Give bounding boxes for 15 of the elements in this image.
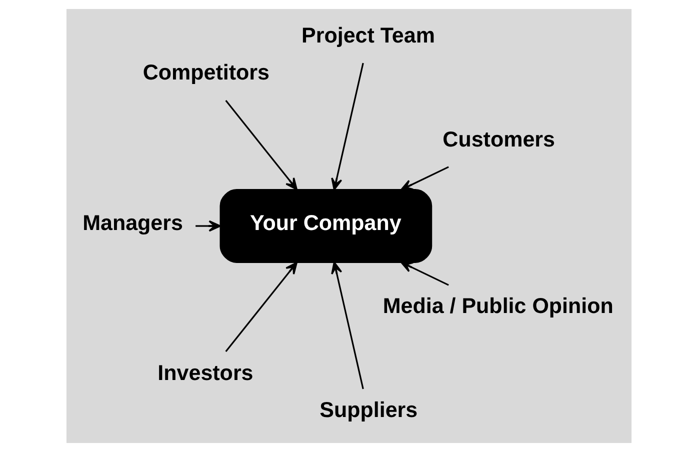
node-text: Investors [157,360,253,385]
arrow [195,220,220,232]
arrow [330,62,364,190]
arrow [330,261,364,389]
arrow [400,261,448,286]
node-text: Customers [442,126,554,151]
node-box: Your Company [219,188,432,262]
node-text: Media / Public Opinion [382,294,613,318]
node-text: Suppliers [319,398,418,422]
node-text: Competitors [142,60,270,84]
arrow [224,100,297,190]
node-text: Project Team [301,22,434,47]
arrow [224,261,297,352]
node-text: Managers [82,210,182,234]
arrow [400,166,448,190]
